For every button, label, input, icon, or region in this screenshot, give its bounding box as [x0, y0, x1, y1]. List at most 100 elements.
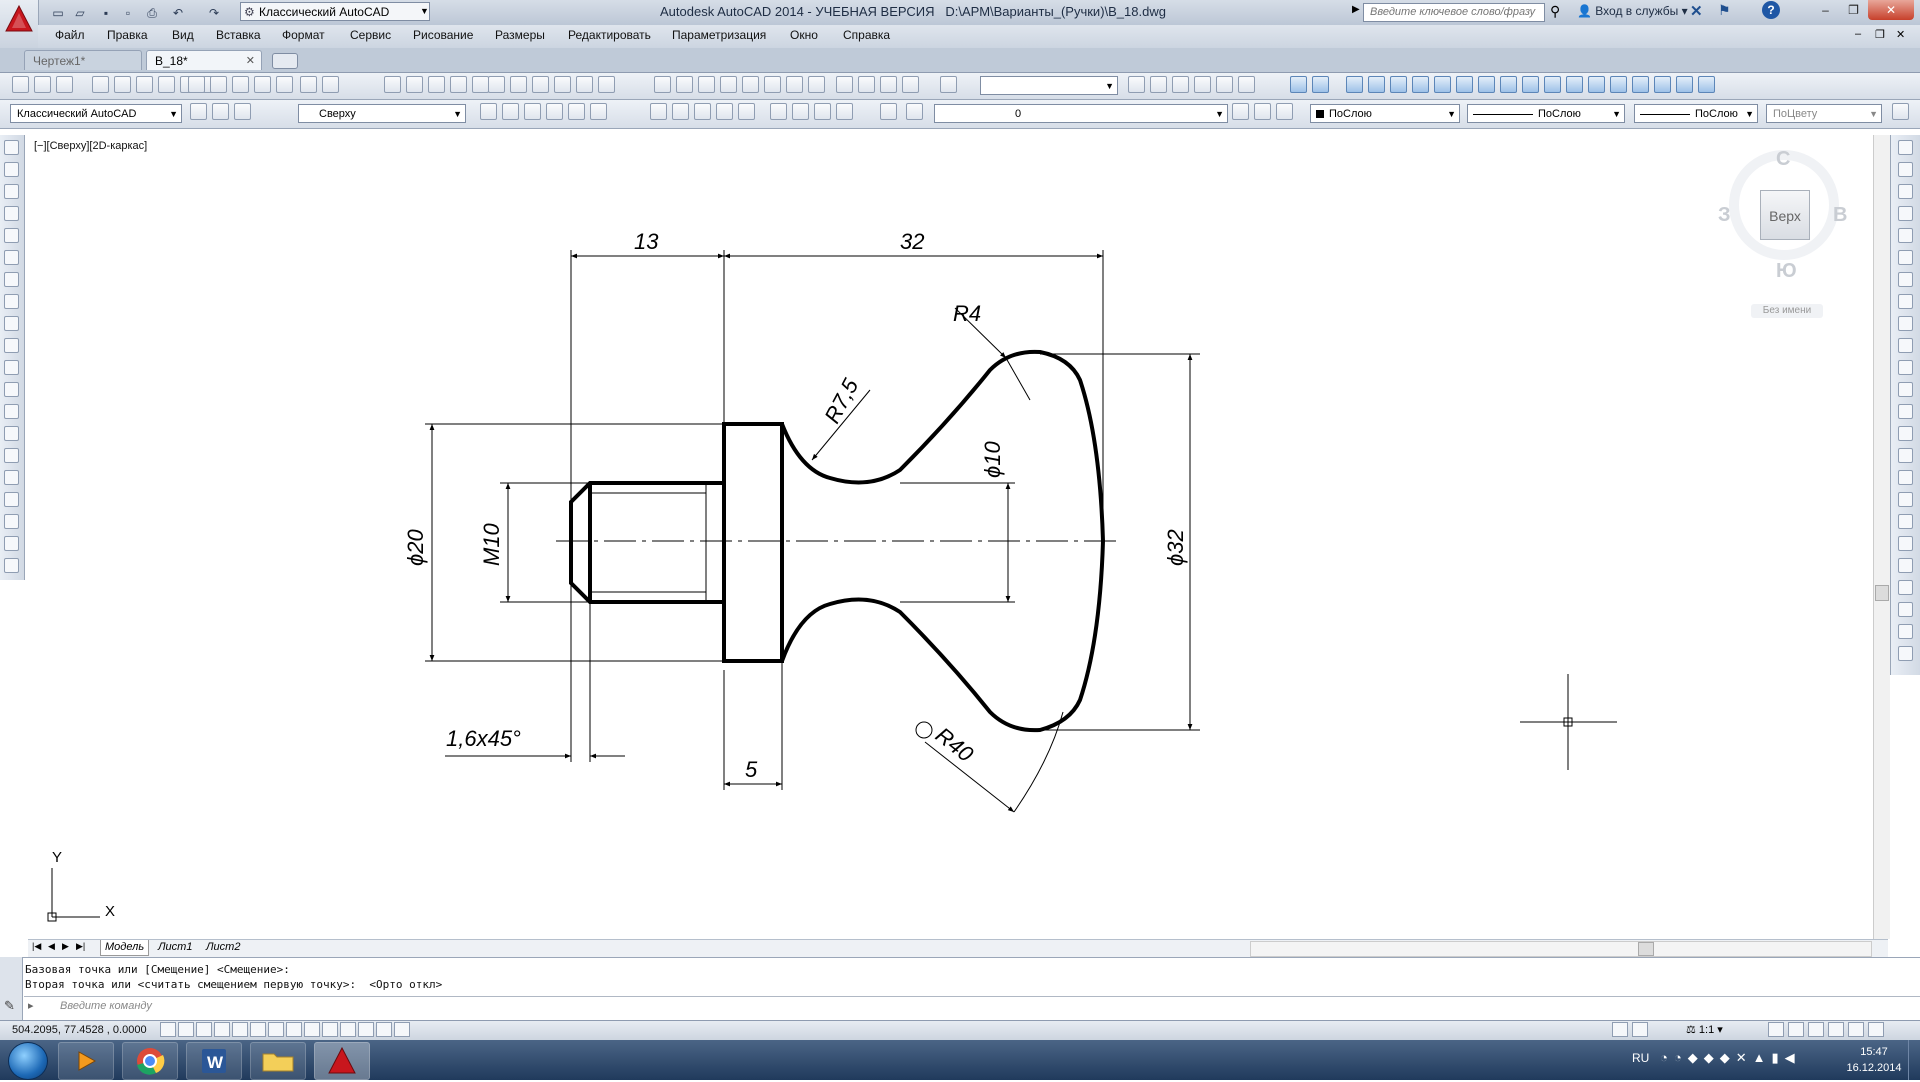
status-toggle-button[interactable]	[1828, 1022, 1844, 1037]
toolbar-button[interactable]	[1412, 76, 1429, 93]
toolbar-button[interactable]	[254, 76, 271, 93]
vertical-scrollbar[interactable]	[1873, 135, 1890, 939]
linetype-dropdown[interactable]: ПоСлою▼	[1467, 104, 1625, 123]
toolbar-button[interactable]	[742, 76, 759, 93]
toolbar-button[interactable]	[1588, 76, 1605, 93]
toolbar-button[interactable]	[300, 76, 317, 93]
toolbar-button[interactable]	[12, 76, 29, 93]
status-toggle-button[interactable]	[178, 1022, 194, 1037]
toolbar-button[interactable]	[1346, 76, 1363, 93]
status-toggle-button[interactable]	[250, 1022, 266, 1037]
search-expand-icon[interactable]: ▶	[1352, 4, 1360, 15]
modify-tool-button[interactable]	[1898, 404, 1913, 419]
viewcube-south[interactable]: Ю	[1776, 260, 1797, 282]
toolbar-button[interactable]	[764, 76, 781, 93]
modify-tool-button[interactable]	[1898, 514, 1913, 529]
toolbar-button[interactable]	[232, 76, 249, 93]
draw-tool-button[interactable]	[4, 492, 19, 507]
toolbar-button[interactable]	[654, 76, 671, 93]
toolbar-button[interactable]	[568, 103, 585, 120]
named-view-dropdown[interactable]: ▼	[980, 76, 1118, 95]
status-toggle-button[interactable]	[214, 1022, 230, 1037]
horizontal-scroll-thumb[interactable]	[1638, 942, 1654, 956]
toolbar-button[interactable]	[880, 103, 897, 120]
tab-close-icon[interactable]: ✕	[245, 55, 255, 67]
doc-restore-icon[interactable]: ❐	[1875, 29, 1885, 41]
vertical-scroll-thumb[interactable]	[1875, 585, 1889, 601]
toolbar-button[interactable]	[428, 76, 445, 93]
toolbar-button[interactable]	[1390, 76, 1407, 93]
viewcube-north[interactable]: С	[1776, 148, 1791, 170]
search-input[interactable]	[1363, 3, 1545, 22]
toolbar-button[interactable]	[1194, 76, 1211, 93]
draw-tool-button[interactable]	[4, 514, 19, 529]
modify-tool-button[interactable]	[1898, 360, 1913, 375]
viewcube-compass[interactable]	[1729, 150, 1839, 260]
show-desktop-button[interactable]	[1908, 1040, 1920, 1080]
viewcube-east[interactable]: В	[1833, 204, 1848, 226]
prev-layout-icon[interactable]: ◀	[48, 941, 55, 951]
ucs-menu[interactable]: Без имени	[1751, 304, 1823, 318]
modify-tool-button[interactable]	[1898, 316, 1913, 331]
application-menu-button[interactable]	[0, 0, 39, 50]
menu-help[interactable]: Справка	[843, 28, 891, 42]
status-toggle-button[interactable]	[340, 1022, 356, 1037]
exchange-icon[interactable]: ✕	[1690, 3, 1703, 20]
menu-modify[interactable]: Редактировать	[568, 28, 651, 42]
draw-tool-button[interactable]	[4, 316, 19, 331]
coordinate-readout[interactable]: 504.2095, 77.4528 , 0.0000	[12, 1024, 147, 1036]
toolbar-button[interactable]	[694, 103, 711, 120]
toolbar-button[interactable]	[1434, 76, 1451, 93]
toolbar-button[interactable]	[1500, 76, 1517, 93]
horizontal-scrollbar[interactable]	[1250, 941, 1872, 957]
maximize-icon[interactable]: ❐	[1848, 3, 1859, 17]
draw-tool-button[interactable]	[4, 250, 19, 265]
toolbar-button[interactable]	[1610, 76, 1627, 93]
draw-tool-button[interactable]	[4, 448, 19, 463]
tab-sheet1[interactable]: Лист1	[158, 941, 193, 953]
modify-tool-button[interactable]	[1898, 140, 1913, 155]
save-as-icon[interactable]: ▫	[125, 6, 131, 20]
toolbar-button[interactable]	[1566, 76, 1583, 93]
draw-tool-button[interactable]	[4, 162, 19, 177]
toolbar-button[interactable]	[672, 103, 689, 120]
draw-tool-button[interactable]	[4, 426, 19, 441]
minimize-icon[interactable]: –	[1822, 3, 1829, 17]
clock-date[interactable]: 16.12.2014	[1846, 1062, 1902, 1074]
menu-view[interactable]: Вид	[172, 28, 194, 42]
menu-edit[interactable]: Правка	[107, 28, 148, 42]
status-toggle-button[interactable]	[304, 1022, 320, 1037]
toolbar-button[interactable]	[1368, 76, 1385, 93]
status-toggle-button[interactable]	[1788, 1022, 1804, 1037]
modify-tool-button[interactable]	[1898, 646, 1913, 661]
redo-icon[interactable]: ↷	[208, 6, 220, 20]
command-prompt-icon[interactable]: ▸	[28, 1000, 34, 1012]
toolbar-button[interactable]	[56, 76, 73, 93]
toolbar-button[interactable]	[1544, 76, 1561, 93]
modify-tool-button[interactable]	[1898, 426, 1913, 441]
tab-v18[interactable]: В_18* ✕	[146, 50, 262, 70]
toolbar-button[interactable]	[158, 76, 175, 93]
last-layout-icon[interactable]: ▶|	[76, 941, 86, 951]
new-tab-icon[interactable]	[272, 53, 298, 69]
lineweight-dropdown[interactable]: ПоСлою▼	[1634, 104, 1758, 123]
toolbar-button[interactable]	[940, 76, 957, 93]
toolbar-button[interactable]	[1698, 76, 1715, 93]
toolbar-button[interactable]	[92, 76, 109, 93]
status-toggle-button[interactable]	[196, 1022, 212, 1037]
status-toggle-button[interactable]	[1868, 1022, 1884, 1037]
draw-tool-button[interactable]	[4, 272, 19, 287]
modify-tool-button[interactable]	[1898, 448, 1913, 463]
input-language[interactable]: RU	[1632, 1051, 1650, 1065]
menu-draw[interactable]: Рисование	[413, 28, 474, 42]
status-toggle-button[interactable]	[1768, 1022, 1784, 1037]
modify-tool-button[interactable]	[1898, 338, 1913, 353]
help-icon[interactable]: ?	[1762, 1, 1780, 19]
toolbar-button[interactable]	[1478, 76, 1495, 93]
model-space-canvas[interactable]	[28, 135, 1888, 939]
status-toggle-button[interactable]	[1848, 1022, 1864, 1037]
toolbar-button[interactable]	[1276, 103, 1293, 120]
menu-parametric[interactable]: Параметризация	[672, 28, 767, 42]
toolbar-button[interactable]	[1676, 76, 1693, 93]
toolbar-button[interactable]	[488, 76, 505, 93]
